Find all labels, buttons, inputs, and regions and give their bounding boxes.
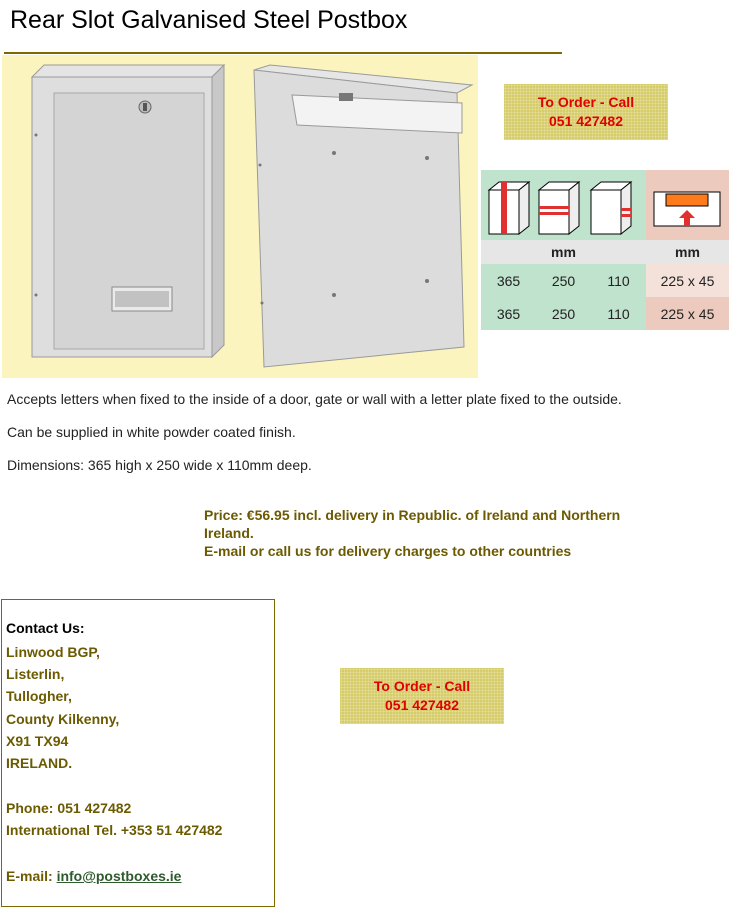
row2-height: 365 [481,297,536,330]
description-line-3: Dimensions: 365 high x 250 wide x 110mm … [7,457,312,473]
address-line: County Kilkenny, [6,711,120,727]
postbox-illustration [30,63,474,368]
contact-heading: Contact Us: [6,620,85,636]
width-dimension-icon [537,180,581,236]
row1-width: 250 [536,264,591,297]
height-dimension-icon [487,180,531,236]
order-label: To Order - Call [537,94,635,110]
row1-depth: 110 [591,264,646,297]
contact-box: Contact Us: Linwood BGP, Listerlin, Tull… [1,599,275,907]
dimension-icons [481,170,646,240]
address-line: Tullogher, [6,688,72,704]
address-line: X91 TX94 [6,733,69,749]
unit-label-box: mm [481,240,646,264]
title-divider [4,52,562,54]
unit-label-slot: mm [646,240,729,264]
address-line: Listerlin, [6,666,65,682]
order-call-box-bottom: To Order - Call 051 427482 [340,668,504,724]
row2-depth: 110 [591,297,646,330]
order-phone: 051 427482 [549,113,623,129]
row2-width: 250 [536,297,591,330]
slot-dimension-cell [646,170,729,240]
page-title: Rear Slot Galvanised Steel Postbox [10,6,408,34]
address-line: IRELAND. [6,755,73,771]
row2-slot: 225 x 45 [646,297,729,330]
email-label: E-mail: [6,868,57,884]
row1-height: 365 [481,264,536,297]
depth-dimension-icon [589,180,633,236]
price-line-1: Price: €56.95 incl. delivery in Republic… [204,507,621,523]
description-line-2: Can be supplied in white powder coated f… [7,424,296,440]
price-line-3: E-mail or call us for delivery charges t… [204,543,572,559]
row1-slot: 225 x 45 [646,264,729,297]
dimensions-table: mm mm 365 250 110 225 x 45 365 250 110 2… [481,170,729,330]
order-phone: 051 427482 [385,697,459,713]
address-line: Linwood BGP, [6,644,100,660]
description-line-1: Accepts letters when fixed to the inside… [7,391,622,407]
international-phone: International Tel. +353 51 427482 [6,822,223,838]
price-info: Price: €56.95 incl. delivery in Republic… [204,506,704,560]
email-link[interactable]: info@postboxes.ie [56,868,182,884]
phone-number: Phone: 051 427482 [6,800,132,816]
order-call-box: To Order - Call 051 427482 [504,84,668,140]
order-label: To Order - Call [373,678,471,694]
price-line-2: Ireland. [204,525,254,541]
letter-slot-icon [653,191,721,227]
product-photo [2,55,478,378]
